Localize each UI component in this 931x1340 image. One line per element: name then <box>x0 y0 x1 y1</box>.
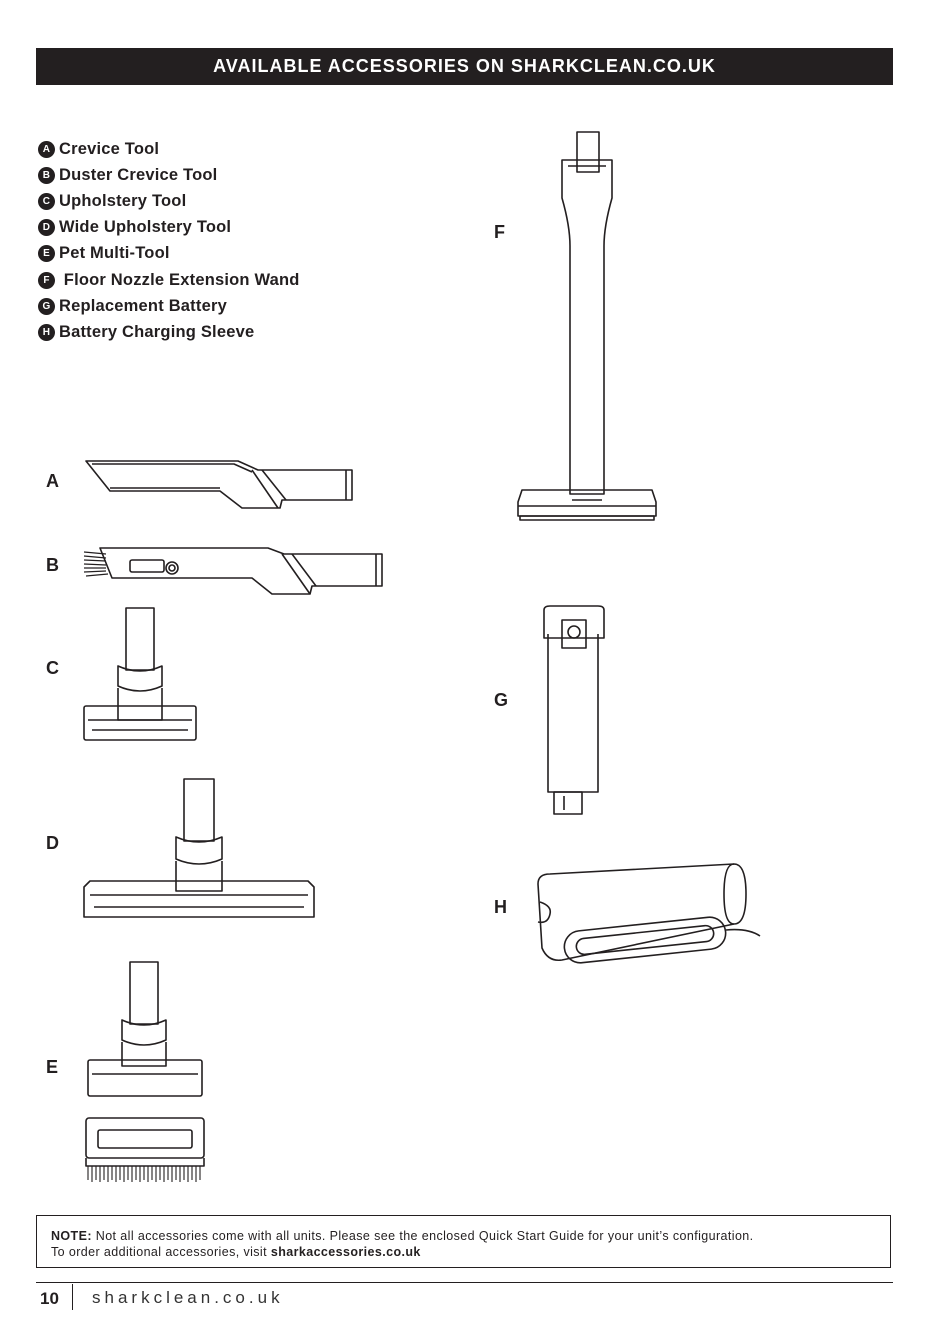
letter-e-badge-icon: E <box>38 245 55 263</box>
figure-label-f: F <box>494 222 505 242</box>
legend-label: Floor Nozzle Extension Wand <box>59 270 300 289</box>
upholstery-tool-icon <box>83 607 197 741</box>
figure-label-e: E <box>46 1057 59 1077</box>
note-text: Not all accessories come with all units.… <box>91 1229 754 1243</box>
battery-charging-sleeve-icon <box>537 863 761 964</box>
replacement-battery-icon <box>543 605 605 815</box>
duster-crevice-tool-icon <box>83 547 383 595</box>
letter-f-badge-icon: F <box>38 271 55 289</box>
figure-label-g: G <box>494 690 509 710</box>
figure-label-d: D <box>46 833 59 853</box>
note-line-1: NOTE: Not all accessories come with all … <box>51 1228 876 1244</box>
note-line-2: To order additional accessories, visit s… <box>51 1244 876 1260</box>
legend-label: Wide Upholstery Tool <box>59 218 232 237</box>
header-banner: AVAILABLE ACCESSORIES ON SHARKCLEAN.CO.U… <box>36 48 893 85</box>
header-title: AVAILABLE ACCESSORIES ON SHARKCLEAN.CO.U… <box>213 56 716 76</box>
footer-site: sharkclean.co.uk <box>92 1288 284 1307</box>
note-line2-text: To order additional accessories, visit <box>51 1245 271 1259</box>
letter-h-badge-icon: H <box>38 323 55 341</box>
letter-c-badge-icon: C <box>38 192 55 210</box>
letter-g-badge-icon: G <box>38 297 55 315</box>
note-box: NOTE: Not all accessories come with all … <box>36 1215 891 1268</box>
letter-b-badge-icon: B <box>38 166 55 184</box>
legend-label: Crevice Tool <box>59 139 160 158</box>
page-number: 10 <box>40 1289 59 1308</box>
footer-rule <box>36 1282 893 1283</box>
legend-item: F Floor Nozzle Extension Wand <box>38 267 300 293</box>
figure-label-b: B <box>46 555 59 575</box>
floor-nozzle-extension-wand-icon <box>517 131 657 521</box>
legend-label: Battery Charging Sleeve <box>59 322 255 341</box>
accessories-link[interactable]: sharkaccessories.co.uk <box>270 1245 421 1259</box>
pet-multi-tool-icon <box>85 961 205 1182</box>
figure-label-c: C <box>46 658 59 678</box>
legend-label: Replacement Battery <box>59 296 227 315</box>
legend-label: Upholstery Tool <box>59 191 187 210</box>
crevice-tool-icon <box>85 460 353 509</box>
letter-a-badge-icon: A <box>38 140 55 158</box>
note-prefix: NOTE: <box>51 1229 92 1243</box>
figure-label-h: H <box>494 897 507 917</box>
footer-separator <box>72 1284 73 1310</box>
letter-d-badge-icon: D <box>38 219 55 237</box>
wide-upholstery-tool-icon <box>83 778 315 918</box>
legend-label: Duster Crevice Tool <box>59 165 218 184</box>
figure-label-a: A <box>46 471 59 491</box>
legend-label: Pet Multi-Tool <box>59 244 170 263</box>
